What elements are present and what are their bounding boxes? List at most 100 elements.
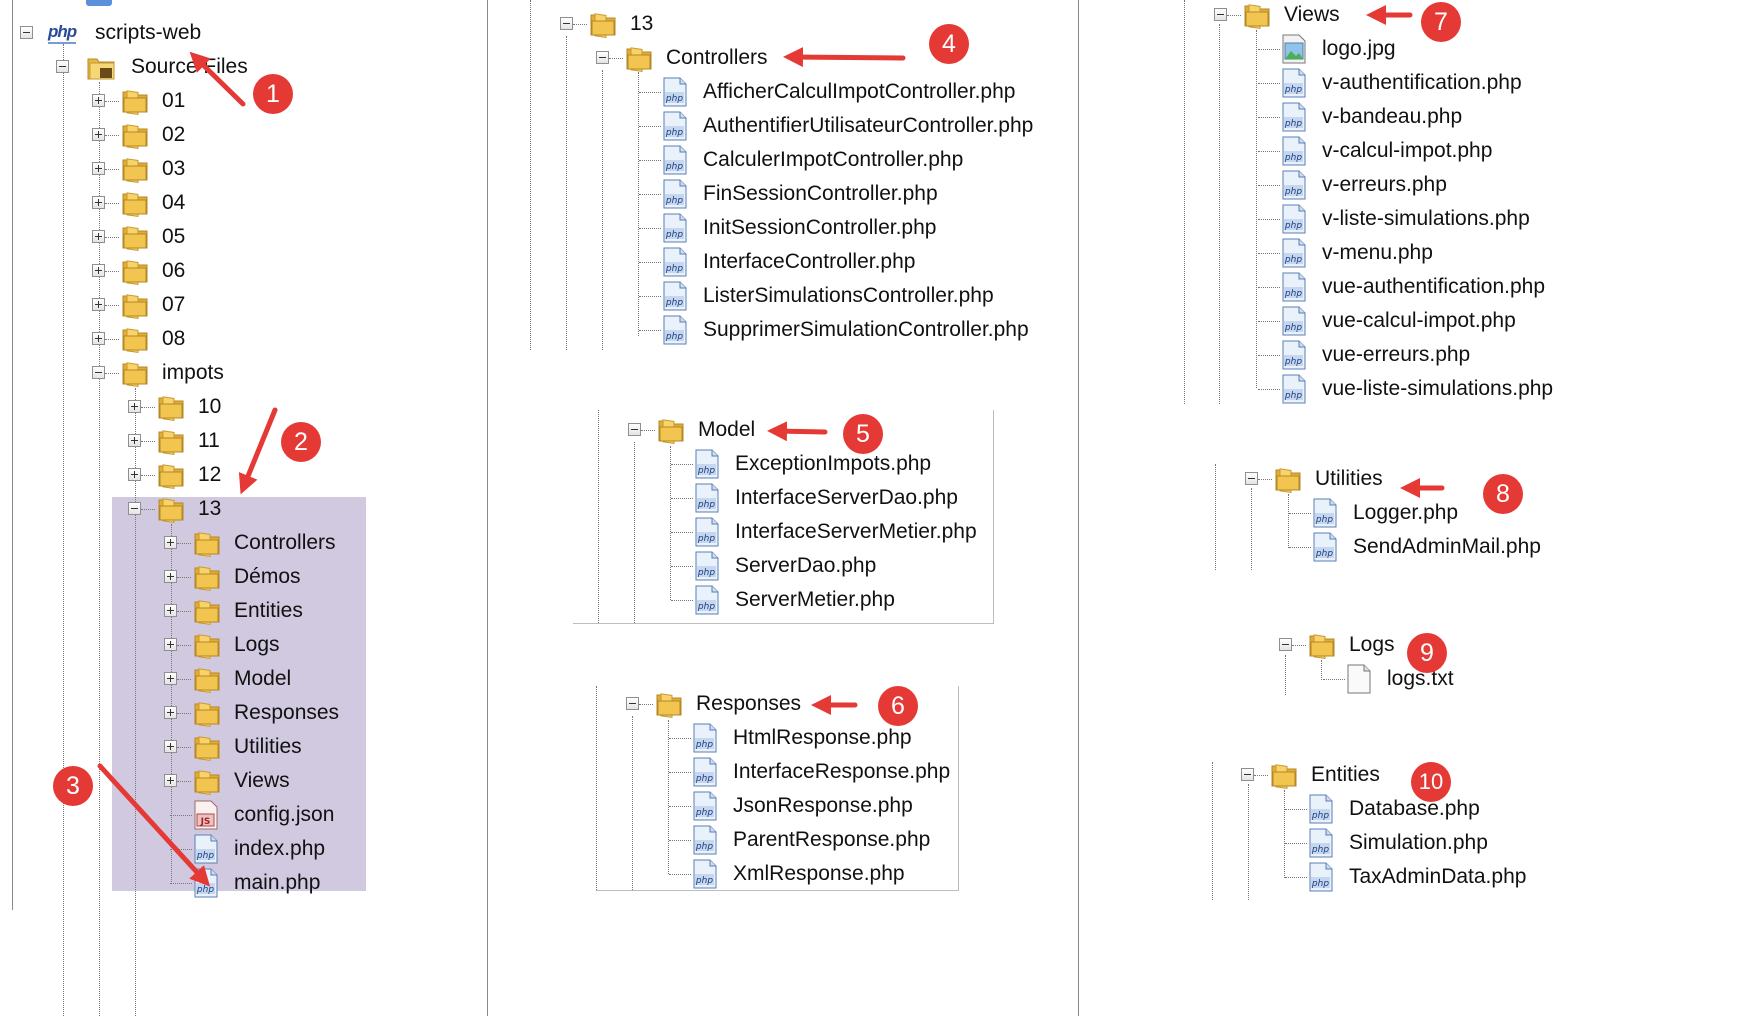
- tree-folder-démos[interactable]: Démos: [162, 560, 362, 594]
- collapse-toggle[interactable]: [596, 51, 609, 64]
- tree-item-project[interactable]: php scripts-web: [18, 16, 278, 50]
- expand-toggle[interactable]: [92, 264, 105, 277]
- tree-folder-responses[interactable]: Responses: [624, 687, 804, 721]
- tree-folder-utilities[interactable]: Utilities: [162, 730, 362, 764]
- expand-toggle[interactable]: [164, 672, 177, 685]
- tree-folder-13[interactable]: 13: [558, 7, 678, 41]
- tree-folder-12[interactable]: 12: [126, 458, 246, 492]
- tree-folder-11[interactable]: 11: [126, 424, 246, 458]
- tree-folder-responses[interactable]: Responses: [162, 696, 362, 730]
- expand-toggle[interactable]: [164, 570, 177, 583]
- expand-toggle[interactable]: [128, 468, 141, 481]
- expand-toggle[interactable]: [92, 230, 105, 243]
- tree-folder-logs[interactable]: Logs: [162, 628, 362, 662]
- expand-toggle[interactable]: [164, 536, 177, 549]
- expand-toggle[interactable]: [128, 400, 141, 413]
- tree-folder-logs[interactable]: Logs: [1277, 628, 1397, 662]
- collapse-toggle[interactable]: [1241, 768, 1254, 781]
- expand-toggle[interactable]: [164, 706, 177, 719]
- collapse-toggle[interactable]: [1279, 638, 1292, 651]
- expand-toggle[interactable]: [92, 332, 105, 345]
- collapse-toggle[interactable]: [56, 60, 69, 73]
- tree-folder-utilities[interactable]: Utilities: [1243, 462, 1393, 496]
- collapse-toggle[interactable]: [560, 17, 573, 30]
- expand-toggle[interactable]: [92, 94, 105, 107]
- tree-folder-entities[interactable]: Entities: [1239, 758, 1389, 792]
- tree-folder-01[interactable]: 01: [90, 84, 290, 118]
- tree-folder-entities[interactable]: Entities: [162, 594, 362, 628]
- tree-folder-06[interactable]: 06: [90, 254, 290, 288]
- expand-toggle[interactable]: [92, 162, 105, 175]
- tree-folder-controllers[interactable]: Controllers: [594, 41, 794, 75]
- expand-toggle[interactable]: [92, 128, 105, 141]
- collapse-toggle[interactable]: [1214, 8, 1227, 21]
- tree-file-view[interactable]: logo.jpg: [1250, 32, 1550, 66]
- tree-folder-10[interactable]: 10: [126, 390, 246, 424]
- tree-folder-model[interactable]: Model: [626, 413, 776, 447]
- collapse-toggle[interactable]: [92, 366, 105, 379]
- tree-folder-views[interactable]: Views: [1212, 0, 1362, 32]
- expand-toggle[interactable]: [92, 298, 105, 311]
- tree-folder-03[interactable]: 03: [90, 152, 290, 186]
- tree-folder-impots[interactable]: impots: [90, 356, 290, 390]
- tree-folder-controllers[interactable]: Controllers: [162, 526, 362, 560]
- expand-toggle[interactable]: [164, 774, 177, 787]
- tree-folder-07[interactable]: 07: [90, 288, 290, 322]
- tree-file-log[interactable]: logs.txt: [1315, 662, 1475, 696]
- tree-folder-04[interactable]: 04: [90, 186, 290, 220]
- collapse-toggle[interactable]: [20, 26, 33, 39]
- expand-toggle[interactable]: [164, 638, 177, 651]
- tree-folder-08[interactable]: 08: [90, 322, 290, 356]
- tree-folder-views[interactable]: Views: [162, 764, 362, 798]
- tree-folder-02[interactable]: 02: [90, 118, 290, 152]
- collapse-toggle[interactable]: [128, 502, 141, 515]
- expand-toggle[interactable]: [164, 604, 177, 617]
- collapse-toggle[interactable]: [1245, 472, 1258, 485]
- expand-toggle[interactable]: [128, 434, 141, 447]
- php-file-icon: php: [662, 213, 688, 248]
- collapse-toggle[interactable]: [628, 423, 641, 436]
- tree-item-source-files[interactable]: Source Files: [54, 50, 314, 84]
- expand-toggle[interactable]: [164, 740, 177, 753]
- tree-folder-model[interactable]: Model: [162, 662, 362, 696]
- tree-folder-05[interactable]: 05: [90, 220, 290, 254]
- expand-toggle[interactable]: [92, 196, 105, 209]
- tree-folder-13-selected[interactable]: 13: [126, 492, 246, 526]
- collapse-toggle[interactable]: [626, 697, 639, 710]
